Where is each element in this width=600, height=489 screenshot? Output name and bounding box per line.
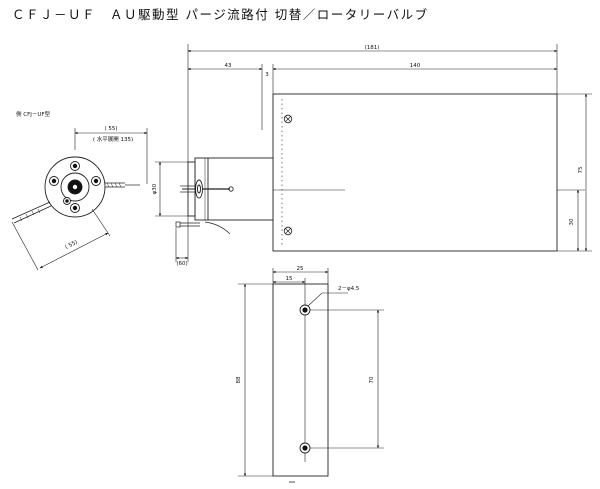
dim-lower-offset: 30 bbox=[569, 218, 575, 225]
dim-gap: 3 bbox=[265, 72, 269, 78]
dim-plate-width: 25 bbox=[297, 266, 304, 272]
dim-box-length: 140 bbox=[410, 63, 421, 69]
side-view-assembly bbox=[11, 156, 140, 224]
main-box-assembly bbox=[232, 93, 558, 252]
dim-flange-offset: 43 bbox=[225, 63, 232, 69]
dim-motor-dia: φ30 bbox=[152, 183, 158, 194]
dim-hole-offset: 15 bbox=[286, 276, 293, 282]
main-box-outline bbox=[272, 93, 558, 252]
mounting-plate bbox=[272, 283, 329, 477]
dim-side-width: ( 55) bbox=[104, 126, 117, 132]
plate-outline bbox=[272, 283, 329, 477]
dim-diagonal-width: ( 55) bbox=[64, 239, 78, 250]
hole-spec-label: 2－φ4.5 bbox=[338, 286, 360, 292]
screw-icon-bottom bbox=[283, 226, 293, 236]
dim-hole-pitch: 70 bbox=[369, 376, 375, 383]
side-view-label: 側 CFJ－UF型 bbox=[16, 110, 51, 118]
motor-dimensions bbox=[155, 161, 189, 262]
plate-dimensions bbox=[238, 268, 384, 483]
right-dimensions bbox=[557, 93, 592, 252]
dim-overall-length: (181) bbox=[365, 45, 380, 51]
top-dimensions bbox=[187, 44, 558, 162]
side-view-dimensions bbox=[11, 128, 148, 271]
dim-box-height: 75 bbox=[578, 166, 584, 173]
motor-assembly bbox=[175, 157, 274, 235]
dim-plate-height: 88 bbox=[236, 376, 242, 383]
side-flange-inner bbox=[60, 172, 90, 202]
drawing-title: ＣＦＪ－ＵＦ ＡＵ駆動型 パージ流路付 切替／ロータリーバルブ bbox=[12, 7, 429, 22]
screw-icon-top bbox=[283, 114, 293, 124]
horizontal-range-label: ( 水平展開 135) bbox=[93, 135, 133, 143]
dim-shaft-len: (60) bbox=[176, 261, 187, 267]
